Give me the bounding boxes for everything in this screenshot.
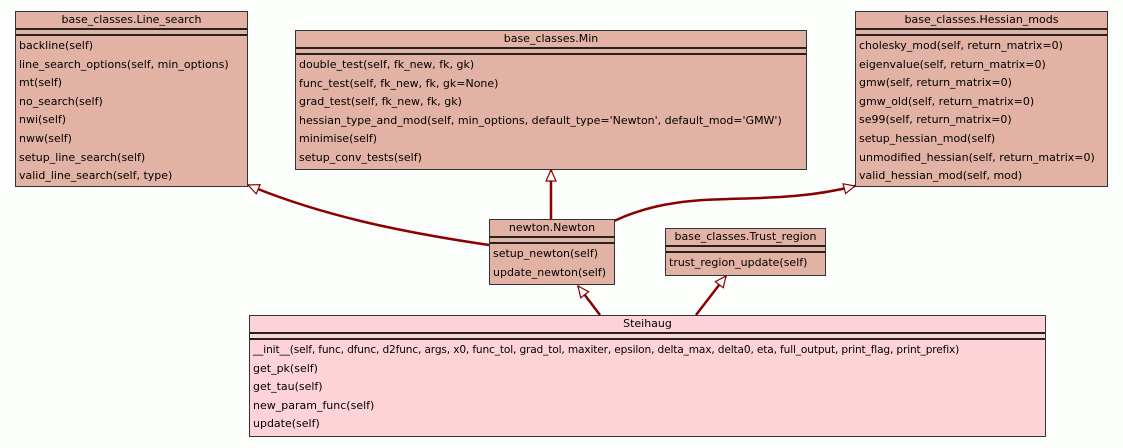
- method: cholesky_mod(self, return_matrix=0): [859, 39, 1063, 52]
- method: nwi(self): [19, 113, 67, 127]
- method: get_pk(self): [253, 361, 318, 375]
- class-name: base_classes.Line_search: [16, 12, 247, 30]
- method: setup_conv_tests(self): [299, 150, 422, 164]
- class-hessian-mods[interactable]: base_classes.Hessian_mods cholesky_mod(s…: [855, 11, 1108, 187]
- class-min[interactable]: base_classes.Min double_test(self, fk_ne…: [295, 30, 807, 170]
- class-steihaug[interactable]: Steihaug __init__(self, func, dfunc, d2f…: [249, 315, 1046, 437]
- methods-compartment: cholesky_mod(self, return_matrix=0) eige…: [856, 36, 1107, 186]
- method: update(self): [253, 417, 320, 431]
- method: func_test(self, fk_new, fk, gk=None): [299, 76, 499, 90]
- attributes-compartment: [666, 247, 825, 253]
- methods-compartment: __init__(self, func, dfunc, d2func, args…: [250, 340, 1045, 434]
- method: gmw(self, return_matrix=0): [859, 76, 1012, 90]
- class-name: Steihaug: [250, 316, 1045, 334]
- method: new_param_func(self): [253, 398, 375, 412]
- method: trust_region_update(self): [669, 256, 808, 269]
- edge-newton-to-line-search: [246, 183, 490, 247]
- method: setup_hessian_mod(self): [859, 131, 996, 145]
- method: minimise(self): [299, 132, 378, 146]
- methods-compartment: setup_newton(self) update_newton(self): [490, 244, 614, 282]
- class-name: newton.Newton: [490, 220, 614, 238]
- class-trust-region[interactable]: base_classes.Trust_region trust_region_u…: [665, 228, 826, 276]
- attributes-compartment: [250, 334, 1045, 340]
- method: double_test(self, fk_new, fk, gk): [299, 58, 475, 71]
- method: nww(self): [19, 131, 72, 145]
- method: valid_hessian_mod(self, mod): [859, 169, 1023, 183]
- attributes-compartment: [296, 49, 806, 55]
- class-name: base_classes.Trust_region: [666, 229, 825, 247]
- method: line_search_options(self, min_options): [19, 57, 229, 71]
- class-name: base_classes.Hessian_mods: [856, 12, 1107, 30]
- class-name: base_classes.Min: [296, 31, 806, 49]
- method: get_tau(self): [253, 380, 323, 394]
- methods-compartment: trust_region_update(self): [666, 253, 825, 273]
- methods-compartment: double_test(self, fk_new, fk, gk) func_t…: [296, 55, 806, 168]
- class-newton[interactable]: newton.Newton setup_newton(self) update_…: [489, 219, 615, 285]
- method: backline(self): [19, 39, 94, 52]
- method: __init__(self, func, dfunc, d2func, args…: [253, 344, 960, 356]
- method: setup_line_search(self): [19, 150, 146, 164]
- method: valid_line_search(self, type): [19, 169, 173, 183]
- edge-steihaug-to-trust-region: [695, 274, 727, 316]
- method: no_search(self): [19, 94, 103, 108]
- attributes-compartment: [490, 238, 614, 244]
- edge-steihaug-to-newton: [577, 284, 601, 316]
- method: update_newton(self): [493, 265, 607, 279]
- method: hessian_type_and_mod(self, min_options, …: [299, 113, 782, 127]
- method: eigenvalue(self, return_matrix=0): [859, 57, 1046, 71]
- method: mt(self): [19, 76, 63, 90]
- edge-newton-to-hessian-mods: [613, 183, 857, 223]
- method: setup_newton(self): [493, 247, 599, 260]
- method: gmw_old(self, return_matrix=0): [859, 94, 1035, 108]
- class-line-search[interactable]: base_classes.Line_search backline(self) …: [15, 11, 248, 187]
- attributes-compartment: [16, 30, 247, 36]
- method: se99(self, return_matrix=0): [859, 113, 1012, 127]
- method: unmodified_hessian(self, return_matrix=0…: [859, 150, 1095, 164]
- methods-compartment: backline(self) line_search_options(self,…: [16, 36, 247, 186]
- method: grad_test(self, fk_new, fk, gk): [299, 95, 462, 109]
- attributes-compartment: [856, 30, 1107, 36]
